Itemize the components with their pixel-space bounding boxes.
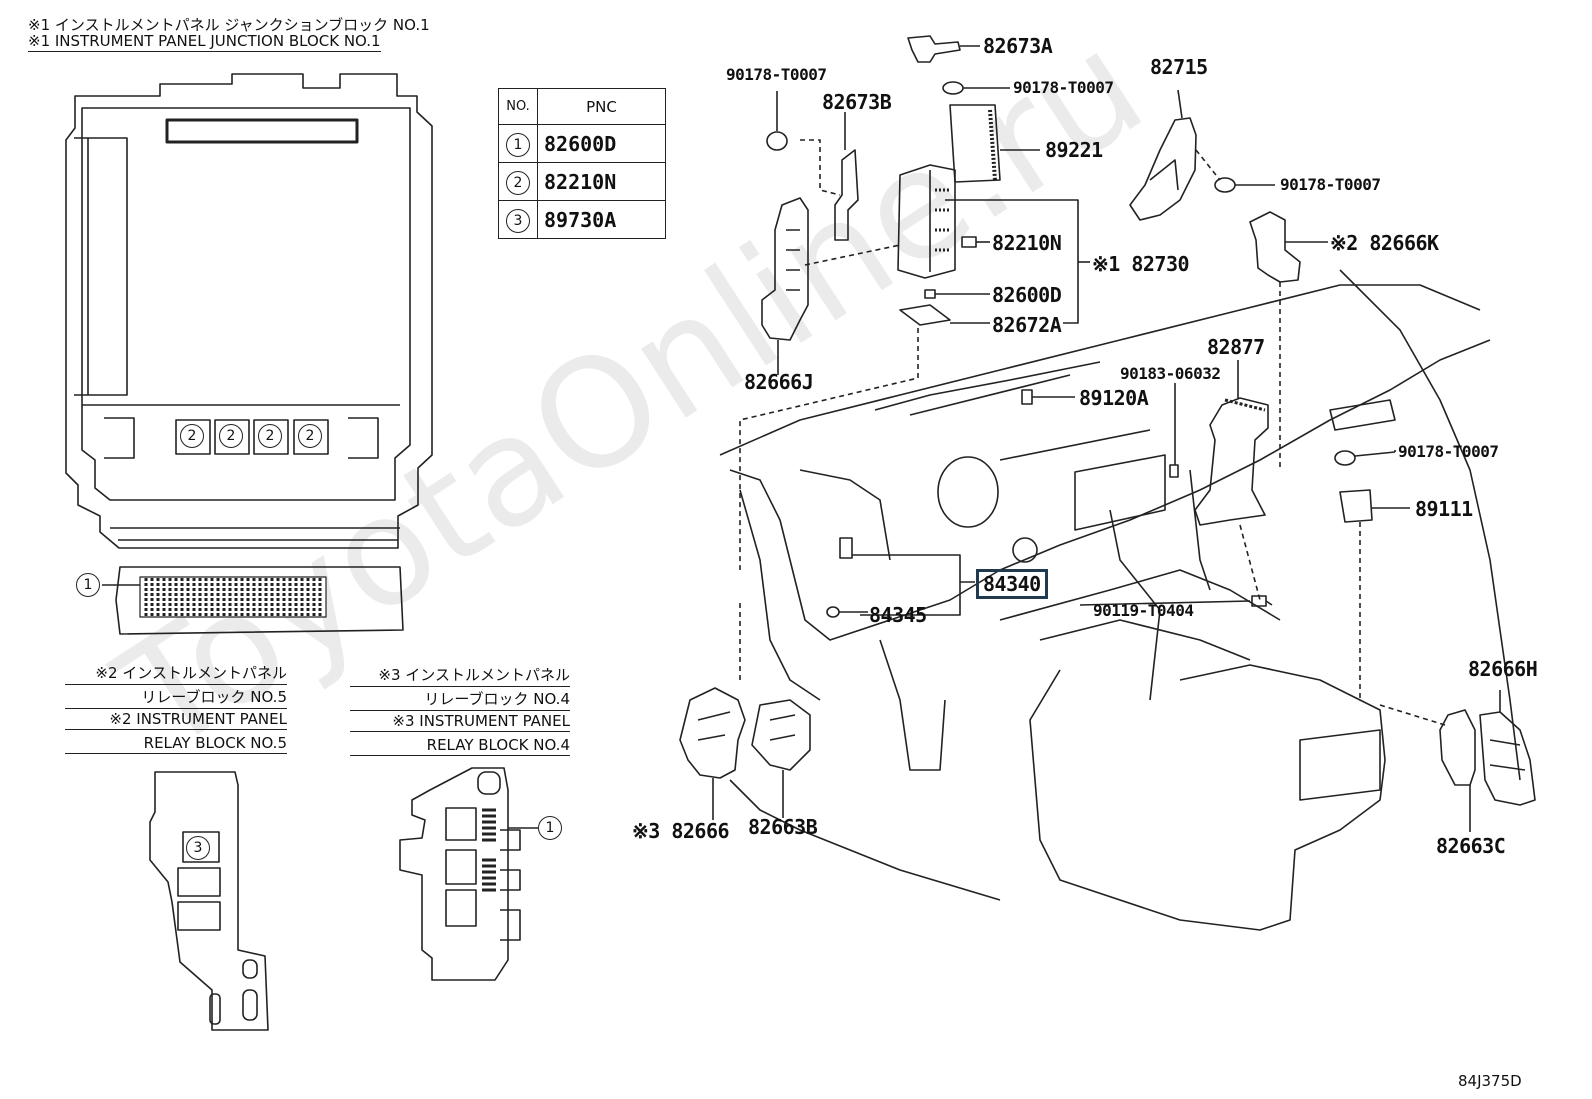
upper-parts-drawing xyxy=(739,35,1328,570)
dashboard-drawing xyxy=(719,269,1521,931)
jb1-jp-note: ※1 インストルメントパネル ジャンクションブロック NO.1 xyxy=(28,16,430,34)
part-82672A[interactable]: 82672A xyxy=(992,313,1062,337)
part-90178-T0007[interactable]: 90178-T0007 xyxy=(1280,175,1381,194)
part-89120A[interactable]: 89120A xyxy=(1079,386,1149,410)
part-82600D[interactable]: 82600D xyxy=(992,283,1062,307)
part-82210N[interactable]: 82210N xyxy=(992,231,1062,255)
pnc-row-value: 82210N xyxy=(537,162,666,201)
rb4-jp-note-1: ※3 インストルメントパネル xyxy=(350,664,570,687)
part-82663C[interactable]: 82663C xyxy=(1436,834,1506,858)
rb5-en-note-2: RELAY BLOCK NO.5 xyxy=(65,734,287,754)
part-82715[interactable]: 82715 xyxy=(1150,55,1208,79)
rb5-en-note-1: ※2 INSTRUMENT PANEL xyxy=(65,710,287,730)
pnc-row-no: 3 xyxy=(506,209,530,233)
part-89221[interactable]: 89221 xyxy=(1045,138,1103,162)
callout-2: 2 xyxy=(180,424,204,448)
part-82673B[interactable]: 82673B xyxy=(822,90,892,114)
rb5-jp-note-2: リレーブロック NO.5 xyxy=(65,686,287,709)
part-90119-T0404[interactable]: 90119-T0404 xyxy=(1093,601,1194,620)
relay-block-4-drawing xyxy=(399,767,538,981)
rb4-en-note-1: ※3 INSTRUMENT PANEL xyxy=(350,712,570,732)
pnc-table-header: NO. PNC xyxy=(498,88,666,125)
pnc-table-row: 3 89730A xyxy=(498,200,666,239)
part-82663B[interactable]: 82663B xyxy=(748,815,818,839)
part-90178-T0007[interactable]: 90178-T0007 xyxy=(726,65,827,84)
part-90178-T0007[interactable]: 90178-T0007 xyxy=(1398,442,1499,461)
pnc-table-row: 2 82210N xyxy=(498,162,666,201)
part-90183-06032[interactable]: 90183-06032 xyxy=(1120,364,1221,383)
callout-1: 1 xyxy=(538,816,562,840)
rb5-jp-note-1: ※2 インストルメントパネル xyxy=(65,662,287,685)
jb1-en-note: ※1 INSTRUMENT PANEL JUNCTION BLOCK NO.1 xyxy=(28,32,381,52)
rb4-jp-note-2: リレーブロック NO.4 xyxy=(350,688,570,711)
part-82666K[interactable]: ※2 82666K xyxy=(1330,231,1439,255)
relay-block-5-drawing xyxy=(149,771,269,1031)
callout-1: 1 xyxy=(76,573,100,597)
pnc-table: NO. PNC 1 82600D 2 82210N 3 89730A xyxy=(498,88,666,239)
pnc-table-head-no: NO. xyxy=(498,88,538,125)
part-90178-T0007[interactable]: 90178-T0007 xyxy=(1013,78,1114,97)
pnc-table-head-pnc: PNC xyxy=(537,88,666,125)
part-82666J[interactable]: 82666J xyxy=(744,370,814,394)
callout-2: 2 xyxy=(298,424,322,448)
callout-2: 2 xyxy=(258,424,282,448)
diagram-code: 84J375D xyxy=(1458,1072,1522,1090)
part-82877[interactable]: 82877 xyxy=(1207,335,1265,359)
lower-parts-drawing xyxy=(679,600,1536,832)
pnc-row-no: 1 xyxy=(506,133,530,157)
part-82673A[interactable]: 82673A xyxy=(983,34,1053,58)
pnc-row-value: 82600D xyxy=(537,124,666,163)
part-82666H[interactable]: 82666H xyxy=(1468,657,1538,681)
part-82666[interactable]: ※3 82666 xyxy=(632,819,730,843)
pnc-row-value: 89730A xyxy=(537,200,666,239)
rb4-en-note-2: RELAY BLOCK NO.4 xyxy=(350,736,570,756)
pnc-table-row: 1 82600D xyxy=(498,124,666,163)
part-84340-highlighted[interactable]: 84340 xyxy=(976,569,1048,599)
part-84345[interactable]: 84345 xyxy=(869,603,927,627)
callout-2: 2 xyxy=(219,424,243,448)
pnc-row-no: 2 xyxy=(506,171,530,195)
callout-3: 3 xyxy=(186,836,210,860)
part-82730[interactable]: ※1 82730 xyxy=(1092,252,1190,276)
junction-block-drawing xyxy=(65,73,433,635)
part-89111[interactable]: 89111 xyxy=(1415,497,1473,521)
